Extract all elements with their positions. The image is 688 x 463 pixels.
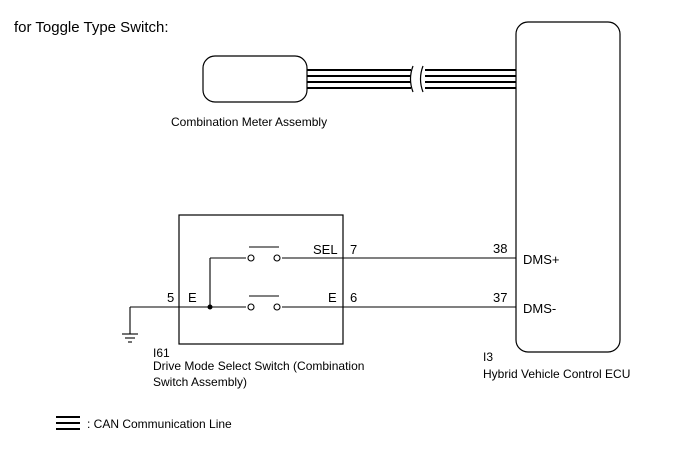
- ecu-terminal-dms-plus: DMS+: [523, 252, 559, 267]
- switch-connector-id: I61: [153, 346, 170, 360]
- can-line-legend-label: : CAN Communication Line: [87, 417, 232, 431]
- ecu-box: [515, 21, 621, 353]
- switch-pin-6: 6: [350, 290, 357, 305]
- ecu-pin-38: 38: [493, 241, 507, 256]
- combination-meter-box: [202, 55, 308, 103]
- ground-icon: [122, 333, 138, 343]
- ecu-name: Hybrid Vehicle Control ECU: [483, 367, 630, 381]
- switch-terminal-e-right: E: [328, 290, 337, 305]
- ecu-pin-37: 37: [493, 290, 507, 305]
- switch-pin-7: 7: [350, 242, 357, 257]
- switch-terminal-e-left: E: [188, 290, 197, 305]
- switch-terminal-sel: SEL: [313, 242, 338, 257]
- junction-dot: [207, 304, 213, 310]
- wire: [129, 246, 516, 334]
- ecu-terminal-dms-minus: DMS-: [523, 301, 556, 316]
- switch-name-line2: Switch Assembly): [153, 375, 247, 389]
- switch-name-line1: Drive Mode Select Switch (Combination: [153, 359, 364, 373]
- can-bus-line: [307, 69, 516, 89]
- diagram-title: for Toggle Type Switch:: [14, 19, 169, 36]
- can-line-legend-icon: [56, 416, 80, 430]
- combination-meter-label: Combination Meter Assembly: [171, 115, 327, 129]
- switch-contact: [247, 254, 281, 311]
- switch-box: [178, 214, 344, 345]
- ecu-connector-id: I3: [483, 350, 493, 364]
- line-break-mark: [409, 65, 424, 93]
- switch-pin-5: 5: [167, 290, 174, 305]
